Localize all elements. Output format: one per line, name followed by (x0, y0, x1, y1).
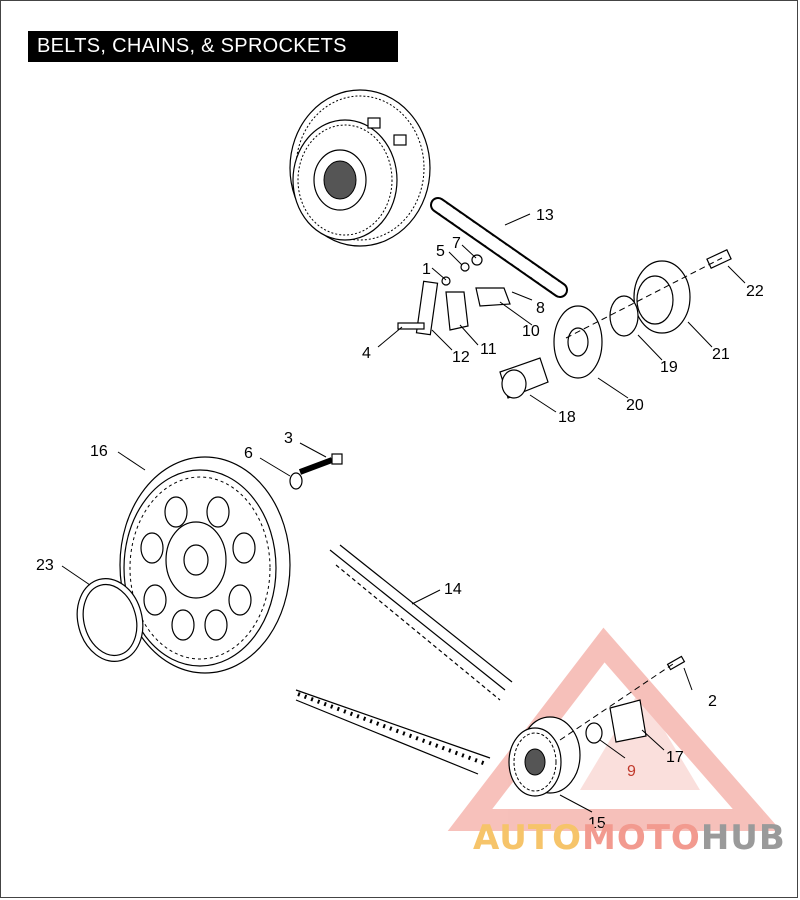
primary-chain (430, 197, 568, 298)
callout-8: 8 (536, 300, 545, 317)
callout-3: 3 (284, 430, 293, 447)
callout-17: 17 (666, 749, 684, 766)
rear-pulley (119, 456, 291, 674)
callout-15: 15 (588, 815, 606, 832)
callout-20: 20 (626, 397, 644, 414)
callout-13: 13 (536, 207, 554, 224)
clutch-assembly (289, 89, 431, 247)
watermark-logo (447, 627, 782, 831)
diagram-title: BELTS, CHAINS, & SPROCKETS (28, 31, 398, 62)
callout-6: 6 (244, 445, 253, 462)
callout-7: 7 (452, 235, 461, 252)
callout-leaders (61, 213, 746, 813)
watermark-text: AUTOMOTOHUB (473, 818, 786, 858)
pulley-bolt (289, 453, 343, 490)
compensator-sprocket-assembly (499, 249, 732, 399)
callout-5: 5 (436, 243, 445, 260)
callout-21: 21 (712, 346, 730, 363)
callout-9: 9 (627, 763, 636, 780)
callout-10: 10 (522, 323, 540, 340)
chain-tensioner (397, 254, 511, 336)
watermark-part-auto: AUTO (473, 818, 582, 858)
callout-12: 12 (452, 349, 470, 366)
callout-19: 19 (660, 359, 678, 376)
callout-14: 14 (444, 581, 462, 598)
axis-line-lower (559, 661, 677, 741)
callout-22: 22 (746, 283, 764, 300)
callout-16: 16 (90, 443, 108, 460)
callout-11: 11 (480, 341, 497, 358)
transmission-sprocket (508, 655, 686, 797)
watermark-part-hub: HUB (700, 818, 786, 858)
callout-2: 2 (708, 693, 717, 710)
callout-23: 23 (36, 557, 54, 574)
callout-1: 1 (422, 261, 431, 278)
callout-18: 18 (558, 409, 576, 426)
seal-ring (76, 577, 144, 663)
drive-belt (295, 544, 513, 775)
callout-4: 4 (362, 345, 371, 362)
watermark-part-moto: MOTO (581, 818, 701, 858)
